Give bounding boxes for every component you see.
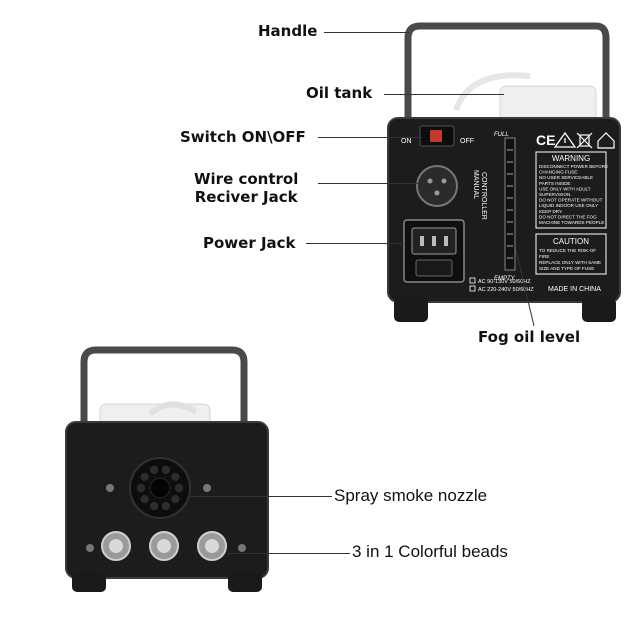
controller-label: CONTROLLER: [480, 172, 487, 220]
wire-control-jack[interactable]: [416, 165, 458, 207]
nozzle-hole: [149, 465, 159, 475]
fine-print-line: TO REDUCE THE RISK OF: [539, 248, 596, 253]
handle-bar: [404, 22, 610, 140]
oil-tank: [499, 85, 597, 123]
handle-leader: [324, 32, 410, 33]
front-oil-tube: [147, 401, 198, 417]
power-jack-leader: [306, 243, 404, 244]
power-jack-pin-b: [432, 236, 436, 246]
voltage-2: AC 220-240V 50/60HZ: [478, 287, 534, 293]
jack-pin-2: [441, 178, 447, 184]
nozzle-hole: [161, 465, 171, 475]
nozzle-holes: [136, 465, 184, 511]
nozzle-hole: [136, 483, 146, 493]
gauge-ticks: [507, 149, 513, 259]
voltage-checkbox-1: [469, 277, 476, 284]
power-jack-callout: Power Jack: [203, 234, 296, 252]
led-bead-3: [197, 531, 227, 561]
fuse-holder: [415, 259, 453, 277]
voltage-checkbox-2: [469, 285, 476, 292]
switch-leader: [318, 137, 422, 138]
fine-print-line: USE ONLY WITH ADULT: [539, 186, 591, 191]
wire-control-leader: [318, 183, 418, 184]
switch-off-label: OFF: [460, 138, 474, 145]
oil-tank-leader: [384, 94, 504, 95]
caution-title: CAUTION: [553, 237, 589, 246]
spray-nozzle-callout: Spray smoke nozzle: [334, 486, 488, 505]
oil-tank-callout: Oil tank: [306, 84, 373, 102]
fine-print-line: LIQUID.INDOOR USE ONLY: [539, 203, 598, 208]
front-handle-bar: [80, 346, 248, 425]
power-jack-pin-c: [444, 236, 448, 246]
screw-1: [106, 484, 114, 492]
fine-print-line: DISCONNECT POWER BEFORE: [539, 164, 608, 169]
colorful-beads-callout: 3 in 1 Colorful beads: [352, 542, 508, 561]
nozzle-hole: [149, 501, 159, 511]
caution-box: [535, 233, 607, 275]
wire-control-line1: Wire control: [194, 170, 299, 188]
made-in-label: MADE IN CHINA: [548, 286, 601, 293]
nozzle-hole: [171, 494, 180, 504]
fine-print-line: REPLACE ONLY WITH SAME: [539, 260, 601, 265]
nozzle-hole: [140, 494, 149, 504]
switch-callout: Switch ON\OFF: [180, 128, 306, 146]
indoor-house-icon: [597, 132, 615, 149]
nozzle-hole: [174, 483, 184, 493]
fine-print-line: KEEP DRY.: [539, 209, 563, 214]
screw-3: [86, 544, 94, 552]
gauge-full-label: FULL: [494, 132, 509, 138]
jack-pin-1: [427, 178, 433, 184]
wire-control-callout: Wire control Reciver Jack: [194, 170, 298, 206]
colorful-beads-leader: [228, 553, 350, 554]
foot-right: [582, 298, 616, 322]
nozzle-hole: [140, 472, 149, 482]
nozzle-center: [149, 477, 171, 499]
fine-print-line: MACHINE TOWARDS PEOPLE: [539, 220, 604, 225]
fine-print-line: FIRE: [539, 254, 549, 259]
fine-print-line: PARTS INSIDE: [539, 181, 570, 186]
oil-tube: [453, 72, 531, 112]
front-foot-left: [72, 572, 106, 592]
front-foot-right: [228, 572, 262, 592]
fine-print-line: SUPERVISION.: [539, 192, 572, 197]
power-jack-pin-a: [420, 236, 424, 246]
spray-nozzle-leader: [190, 496, 332, 497]
fine-print-line: CHANGING FUSE.: [539, 170, 579, 175]
handle-callout: Handle: [258, 22, 318, 40]
fine-print-line: NO USER SERVICEABLE: [539, 175, 593, 180]
fine-print-line: SIZE AND TYPE OF FUSE: [539, 266, 594, 271]
power-switch-rocker: [430, 130, 442, 142]
gauge-empty-label: EMPTY: [494, 276, 516, 282]
switch-on-label: ON: [401, 138, 412, 145]
fog-oil-level-callout: Fog oil level: [478, 328, 581, 346]
wire-control-line2: Reciver Jack: [194, 188, 298, 206]
led-bead-1: [101, 531, 131, 561]
foot-left: [394, 298, 428, 322]
manual-label: MANUAL: [472, 170, 479, 199]
led-bead-2: [149, 531, 179, 561]
warning-title: WARNING: [552, 154, 590, 163]
screw-4: [238, 544, 246, 552]
nozzle-hole: [161, 501, 171, 511]
fine-print-line: DO NOT OPERATE WITHOUT: [539, 198, 603, 203]
nozzle-hole: [171, 472, 180, 482]
warning-triangle-icon: [553, 131, 577, 148]
fog-oil-level-gauge: [504, 137, 516, 271]
ce-mark: CE: [536, 132, 555, 148]
warning-box: [535, 151, 607, 229]
jack-pin-3: [434, 190, 440, 196]
fine-print-line: DO NOT DIRECT THE FOG: [539, 214, 597, 219]
voltage-1: AC 90-130V 50/60HZ: [478, 279, 531, 285]
screw-2: [203, 484, 211, 492]
bin-crossed-icon: [576, 132, 593, 149]
